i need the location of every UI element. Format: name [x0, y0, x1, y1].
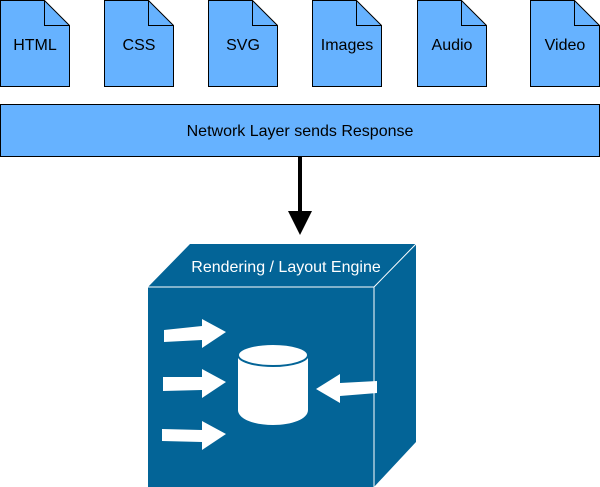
document-video: Video	[530, 0, 600, 87]
document-audio: Audio	[417, 0, 487, 87]
datastore-icon	[237, 343, 309, 425]
document-label: HTML	[13, 37, 57, 54]
arrow-head-icon	[288, 211, 312, 235]
document-shape	[417, 0, 487, 87]
document-fold	[461, 0, 487, 26]
engine-label: Rendering / Layout Engine	[191, 259, 381, 276]
document-label: Audio	[432, 37, 473, 54]
document-label: CSS	[123, 37, 156, 54]
network-layer-bar	[0, 104, 600, 157]
document-svg: SVG	[208, 0, 278, 87]
network-layer: Network Layer sends Response	[0, 104, 600, 157]
document-fold	[148, 0, 174, 26]
input-arrow-icon	[164, 319, 226, 348]
engine-edge-lines	[148, 243, 417, 487]
input-arrow-icon	[163, 369, 226, 398]
document-shape	[312, 0, 382, 87]
document-fold	[44, 0, 70, 26]
document-css: CSS	[104, 0, 174, 87]
engine-side	[374, 244, 416, 487]
output-arrow-icon	[316, 374, 377, 403]
cylinder-body	[238, 355, 308, 425]
flow-arrow	[288, 157, 312, 235]
document-fold	[574, 0, 600, 26]
document-html: HTML	[0, 0, 70, 87]
document-images: Images	[312, 0, 382, 87]
document-fold	[252, 0, 278, 26]
document-shape	[0, 0, 70, 87]
document-label: Video	[545, 37, 586, 54]
document-shape	[208, 0, 278, 87]
input-arrow-icon	[162, 421, 226, 450]
document-fold	[356, 0, 382, 26]
network-layer-label: Network Layer sends Response	[187, 123, 414, 140]
cylinder-top	[237, 343, 309, 367]
document-row: HTML CSS SVG Images Audio Video	[0, 0, 600, 87]
document-shape	[104, 0, 174, 87]
engine-top	[148, 244, 416, 287]
document-label: Images	[321, 37, 373, 54]
engine-cube: Rendering / Layout Engine	[148, 243, 417, 487]
document-label: SVG	[226, 37, 260, 54]
